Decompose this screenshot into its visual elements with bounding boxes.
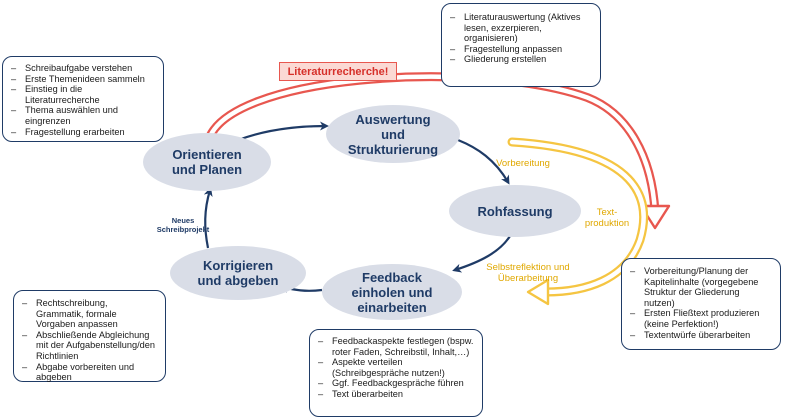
note-item: Vorbereitung/Planung der Kapitelinhalte …	[630, 266, 772, 308]
note-item: Rechtschreibung, Grammatik, formale Vorg…	[22, 298, 157, 330]
note-item: Literaturauswertung (Aktives lesen, exze…	[450, 12, 592, 44]
arrow-korrigieren-to-orient	[203, 187, 213, 249]
note-item: Gliederung erstellen	[450, 54, 592, 65]
arrow-orient-to-auswertung	[237, 121, 329, 142]
text-production-arrow	[507, 137, 649, 306]
note-item: Ersten Fließtext produzieren (keine Perf…	[630, 308, 772, 329]
note-item: Text überarbeiten	[318, 389, 474, 400]
note-item: Schreibaufgabe verstehen	[11, 63, 155, 74]
callout-text: Literaturrecherche!	[287, 65, 389, 78]
note-item: Ggf. Feedbackgespräche führen	[318, 378, 474, 389]
node-korrigieren: Korrigieren und abgeben	[170, 246, 306, 300]
note-feedback: Feedbackaspekte festlegen (bspw. roter F…	[309, 329, 483, 417]
note-auswertung: Literaturauswertung (Aktives lesen, exze…	[441, 3, 601, 87]
note-orientieren: Schreibaufgabe verstehen Erste Themenide…	[2, 56, 164, 142]
node-rohfassung: Rohfassung	[449, 185, 581, 237]
note-item: Abgabe vorbereiten und abgeben	[22, 362, 157, 383]
note-item: Fragestellung anpassen	[450, 44, 592, 55]
note-item: Aspekte verteilen (Schreibgespräche nutz…	[318, 357, 474, 378]
note-rohfassung: Vorbereitung/Planung der Kapitelinhalte …	[621, 258, 781, 350]
note-item: Textentwürfe überarbeiten	[630, 330, 772, 341]
arrow-rohfassung-to-feedback	[452, 235, 511, 273]
label-textproduktion: Text- produktion	[584, 207, 630, 229]
note-korrigieren: Rechtschreibung, Grammatik, formale Vorg…	[13, 290, 166, 382]
literature-research-callout: Literaturrecherche!	[279, 62, 397, 81]
note-item: Einstieg in die Literaturrecherche	[11, 84, 155, 105]
arrow-auswertung-to-rohfassung	[457, 138, 510, 185]
node-feedback: Feedback einholen und einarbeiten	[322, 264, 462, 320]
node-auswertung: Auswertung und Strukturierung	[326, 105, 460, 163]
note-item: Feedbackaspekte festlegen (bspw. roter F…	[318, 336, 474, 357]
note-item: Fragestellung erarbeiten	[11, 127, 155, 138]
note-item: Thema auswählen und eingrenzen	[11, 105, 155, 126]
note-item: Abschließende Abgleichung mit der Aufgab…	[22, 330, 157, 362]
note-item: Erste Themenideen sammeln	[11, 74, 155, 85]
node-orientieren: Orientieren und Planen	[143, 133, 271, 191]
label-neues-schreibprojekt: Neues Schreibprojekt	[156, 216, 210, 234]
label-vorbereitung: Vorbereitung	[496, 158, 550, 169]
label-selbstreflektion: Selbstreflektion und Überarbeitung	[486, 262, 570, 284]
